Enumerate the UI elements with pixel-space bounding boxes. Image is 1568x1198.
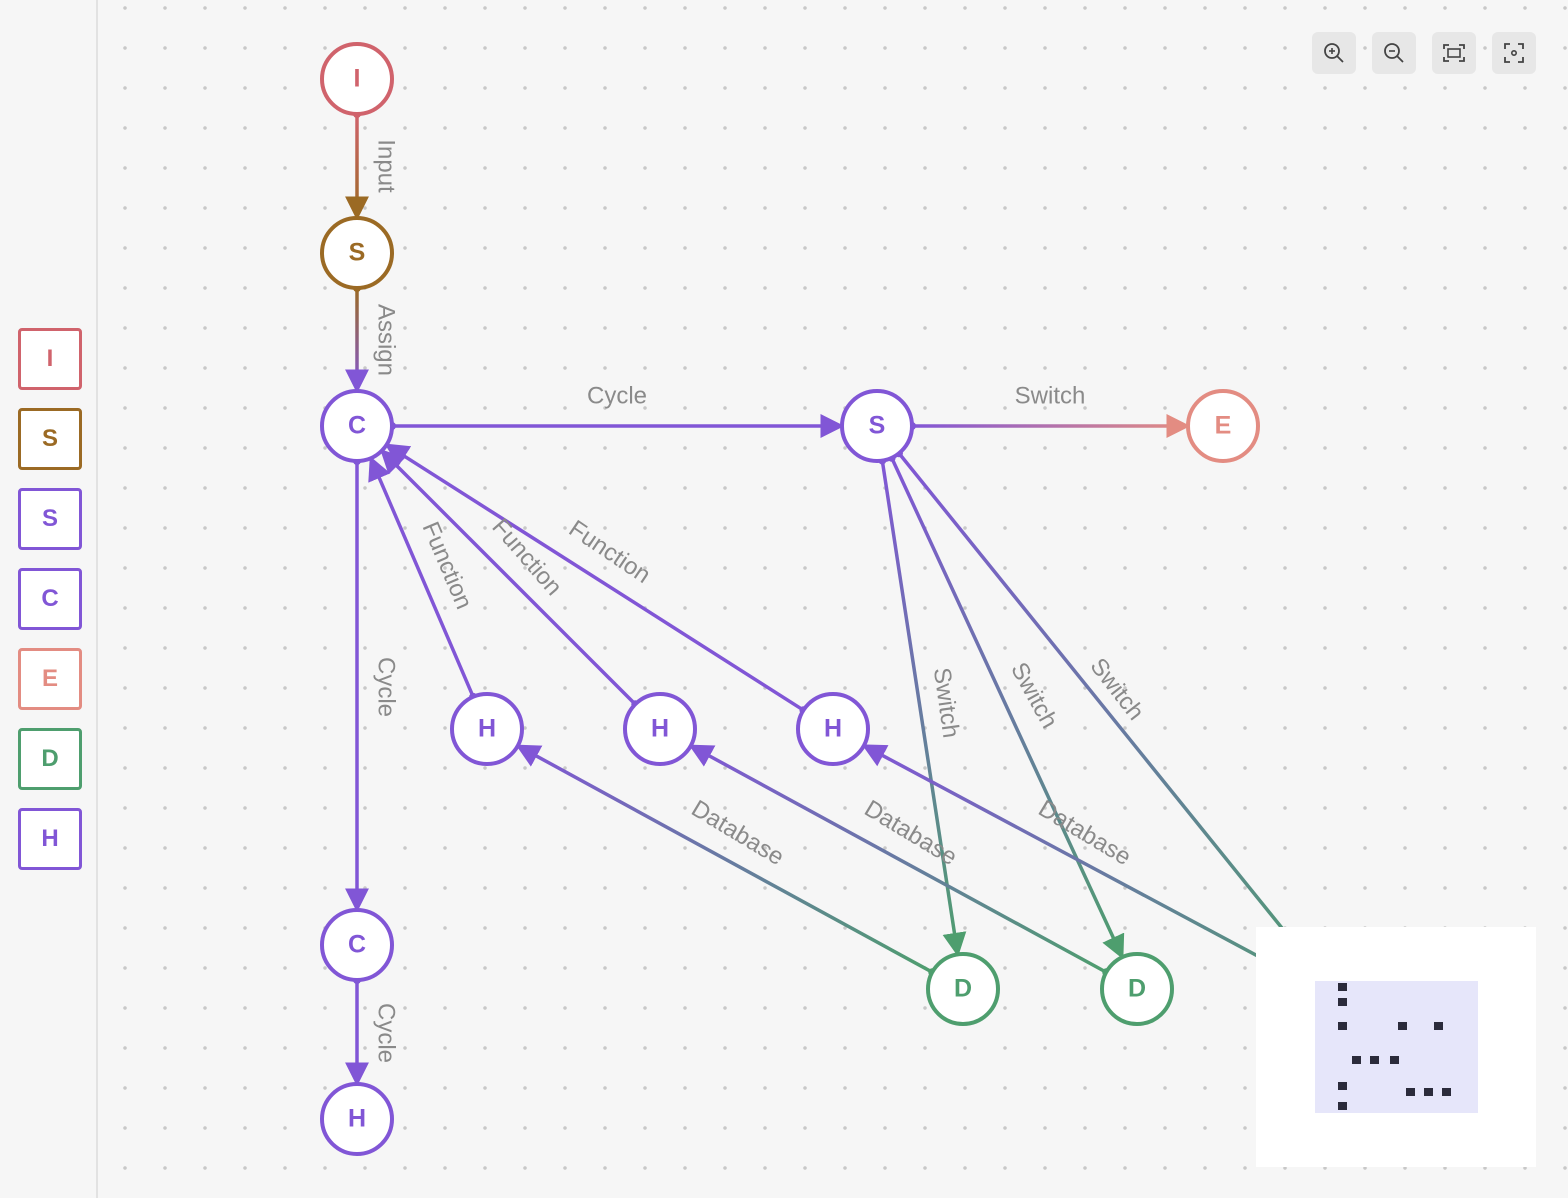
edge-label: Switch (1015, 382, 1086, 409)
legend-item-e[interactable]: E (18, 648, 82, 710)
node-circle (796, 692, 870, 766)
edge-label: Database (687, 795, 789, 871)
node-i[interactable]: I (320, 42, 394, 116)
node-label: I (354, 65, 361, 93)
minimap-node (1338, 1082, 1347, 1090)
edge-function[interactable] (380, 449, 637, 706)
node-h[interactable]: H (623, 692, 697, 766)
focus-button[interactable] (1492, 32, 1536, 74)
zoom-in-icon (1324, 43, 1344, 63)
edge-switch[interactable] (897, 452, 1342, 1002)
minimap-node (1338, 1022, 1347, 1030)
nodes-layer: I S C S E H H H C H D D (320, 42, 1260, 1156)
edge-label: Cycle (373, 1003, 400, 1063)
node-label: C (348, 931, 366, 959)
edge-label: Function (417, 518, 478, 613)
node-circle (320, 42, 394, 116)
node-circle (450, 692, 524, 766)
minimap-node (1370, 1056, 1379, 1064)
edge-function[interactable] (384, 443, 805, 712)
node-circle (1186, 389, 1260, 463)
zoom-in-button[interactable] (1312, 32, 1356, 74)
zoom-out-icon (1384, 43, 1404, 63)
node-circle (623, 692, 697, 766)
node-c[interactable]: C (320, 908, 394, 982)
edges-layer (345, 110, 1342, 1087)
edge-database[interactable] (688, 744, 1108, 974)
edge-label: Switch (928, 666, 965, 740)
node-circle (320, 1082, 394, 1156)
legend-item-s[interactable]: S (18, 488, 82, 550)
node-s[interactable]: S (320, 216, 394, 290)
node-label: H (478, 715, 496, 743)
legend-item-i[interactable]: I (18, 328, 82, 390)
edge-switch[interactable] (890, 457, 1125, 960)
minimap-node (1442, 1088, 1451, 1096)
legend-item-d[interactable]: D (18, 728, 82, 790)
fit-view-icon (1443, 44, 1465, 62)
node-label: C (348, 412, 366, 440)
minimap-node (1390, 1056, 1399, 1064)
node-h[interactable]: H (320, 1082, 394, 1156)
node-label: H (348, 1105, 366, 1133)
edge-label: Function (564, 515, 655, 589)
legend-item-s[interactable]: S (18, 408, 82, 470)
node-e[interactable]: E (1186, 389, 1260, 463)
node-label: H (651, 715, 669, 743)
node-label: D (1128, 975, 1146, 1003)
edge-database[interactable] (515, 744, 934, 974)
edge-label: Cycle (373, 657, 400, 717)
node-d[interactable]: D (1100, 952, 1174, 1026)
edge-label: Database (860, 795, 962, 871)
node-circle (926, 952, 1000, 1026)
minimap-node (1338, 1102, 1347, 1110)
edge-label: Function (486, 514, 567, 601)
minimap-node (1406, 1088, 1415, 1096)
focus-icon (1504, 43, 1524, 63)
edge-label: Database (1034, 795, 1136, 871)
node-c[interactable]: C (320, 389, 394, 463)
node-label: S (869, 412, 886, 440)
zoom-out-button[interactable] (1372, 32, 1416, 74)
minimap-node (1434, 1022, 1443, 1030)
node-circle (320, 389, 394, 463)
legend-item-h[interactable]: H (18, 808, 82, 870)
node-circle (320, 908, 394, 982)
edge-label: Input (373, 139, 400, 193)
node-s[interactable]: S (840, 389, 914, 463)
minimap-node (1338, 983, 1347, 991)
edge-label: Cycle (587, 382, 647, 409)
node-label: H (824, 715, 842, 743)
minimap-node (1352, 1056, 1361, 1064)
edge-function[interactable] (368, 455, 475, 698)
node-circle (320, 216, 394, 290)
node-label: D (954, 975, 972, 1003)
minimap-node (1424, 1088, 1433, 1096)
node-circle (1100, 952, 1174, 1026)
minimap-node (1338, 998, 1347, 1006)
minimap-node (1398, 1022, 1407, 1030)
legend-item-c[interactable]: C (18, 568, 82, 630)
edge-label: Assign (373, 304, 400, 376)
edge-switch[interactable] (880, 460, 967, 957)
node-label: E (1215, 412, 1232, 440)
node-h[interactable]: H (450, 692, 524, 766)
minimap[interactable] (1256, 927, 1536, 1167)
node-label: S (349, 239, 366, 267)
fit-view-button[interactable] (1432, 32, 1476, 74)
node-h[interactable]: H (796, 692, 870, 766)
edge-label: Switch (1085, 653, 1150, 725)
node-circle (840, 389, 914, 463)
node-d[interactable]: D (926, 952, 1000, 1026)
